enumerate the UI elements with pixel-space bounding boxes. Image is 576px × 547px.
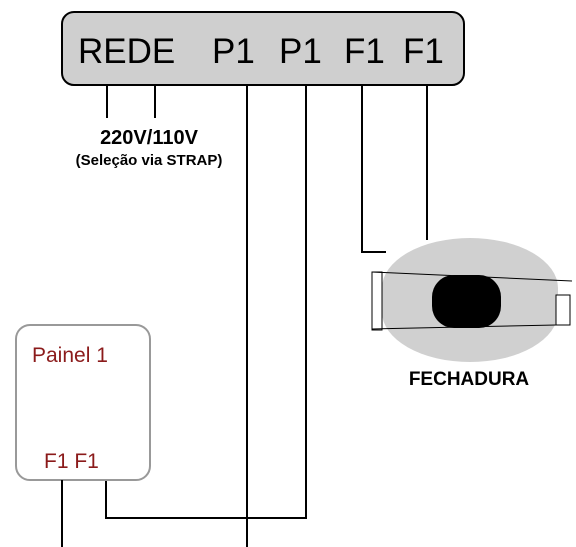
terminal-label-rede: REDE [78, 32, 175, 71]
panel-body [15, 324, 151, 481]
terminal-label-p1-a: P1 [212, 32, 255, 71]
lock-left-plate [371, 271, 383, 331]
voltage-label: 220V/110V [100, 127, 199, 149]
lock-right-plate [555, 294, 571, 326]
terminal-block: REDE P1 P1 F1 F1 [61, 11, 465, 86]
panel-terminals: F1 F1 [44, 450, 99, 473]
terminal-label-p1-b: P1 [279, 32, 322, 71]
lock-device [371, 238, 573, 362]
panel-1: Painel 1 F1 F1 [15, 324, 151, 481]
p1-wire-b [105, 85, 307, 519]
voltage-note: (Seleção via STRAP) [76, 152, 223, 169]
terminal-label-f1-b: F1 [403, 32, 444, 71]
f1-wire-a [361, 85, 386, 253]
lock-cylinder [432, 275, 501, 328]
lock-label: FECHADURA [409, 369, 530, 390]
terminal-block-body [61, 11, 465, 86]
panel-title: Painel 1 [32, 344, 108, 367]
terminal-label-f1-a: F1 [344, 32, 385, 71]
